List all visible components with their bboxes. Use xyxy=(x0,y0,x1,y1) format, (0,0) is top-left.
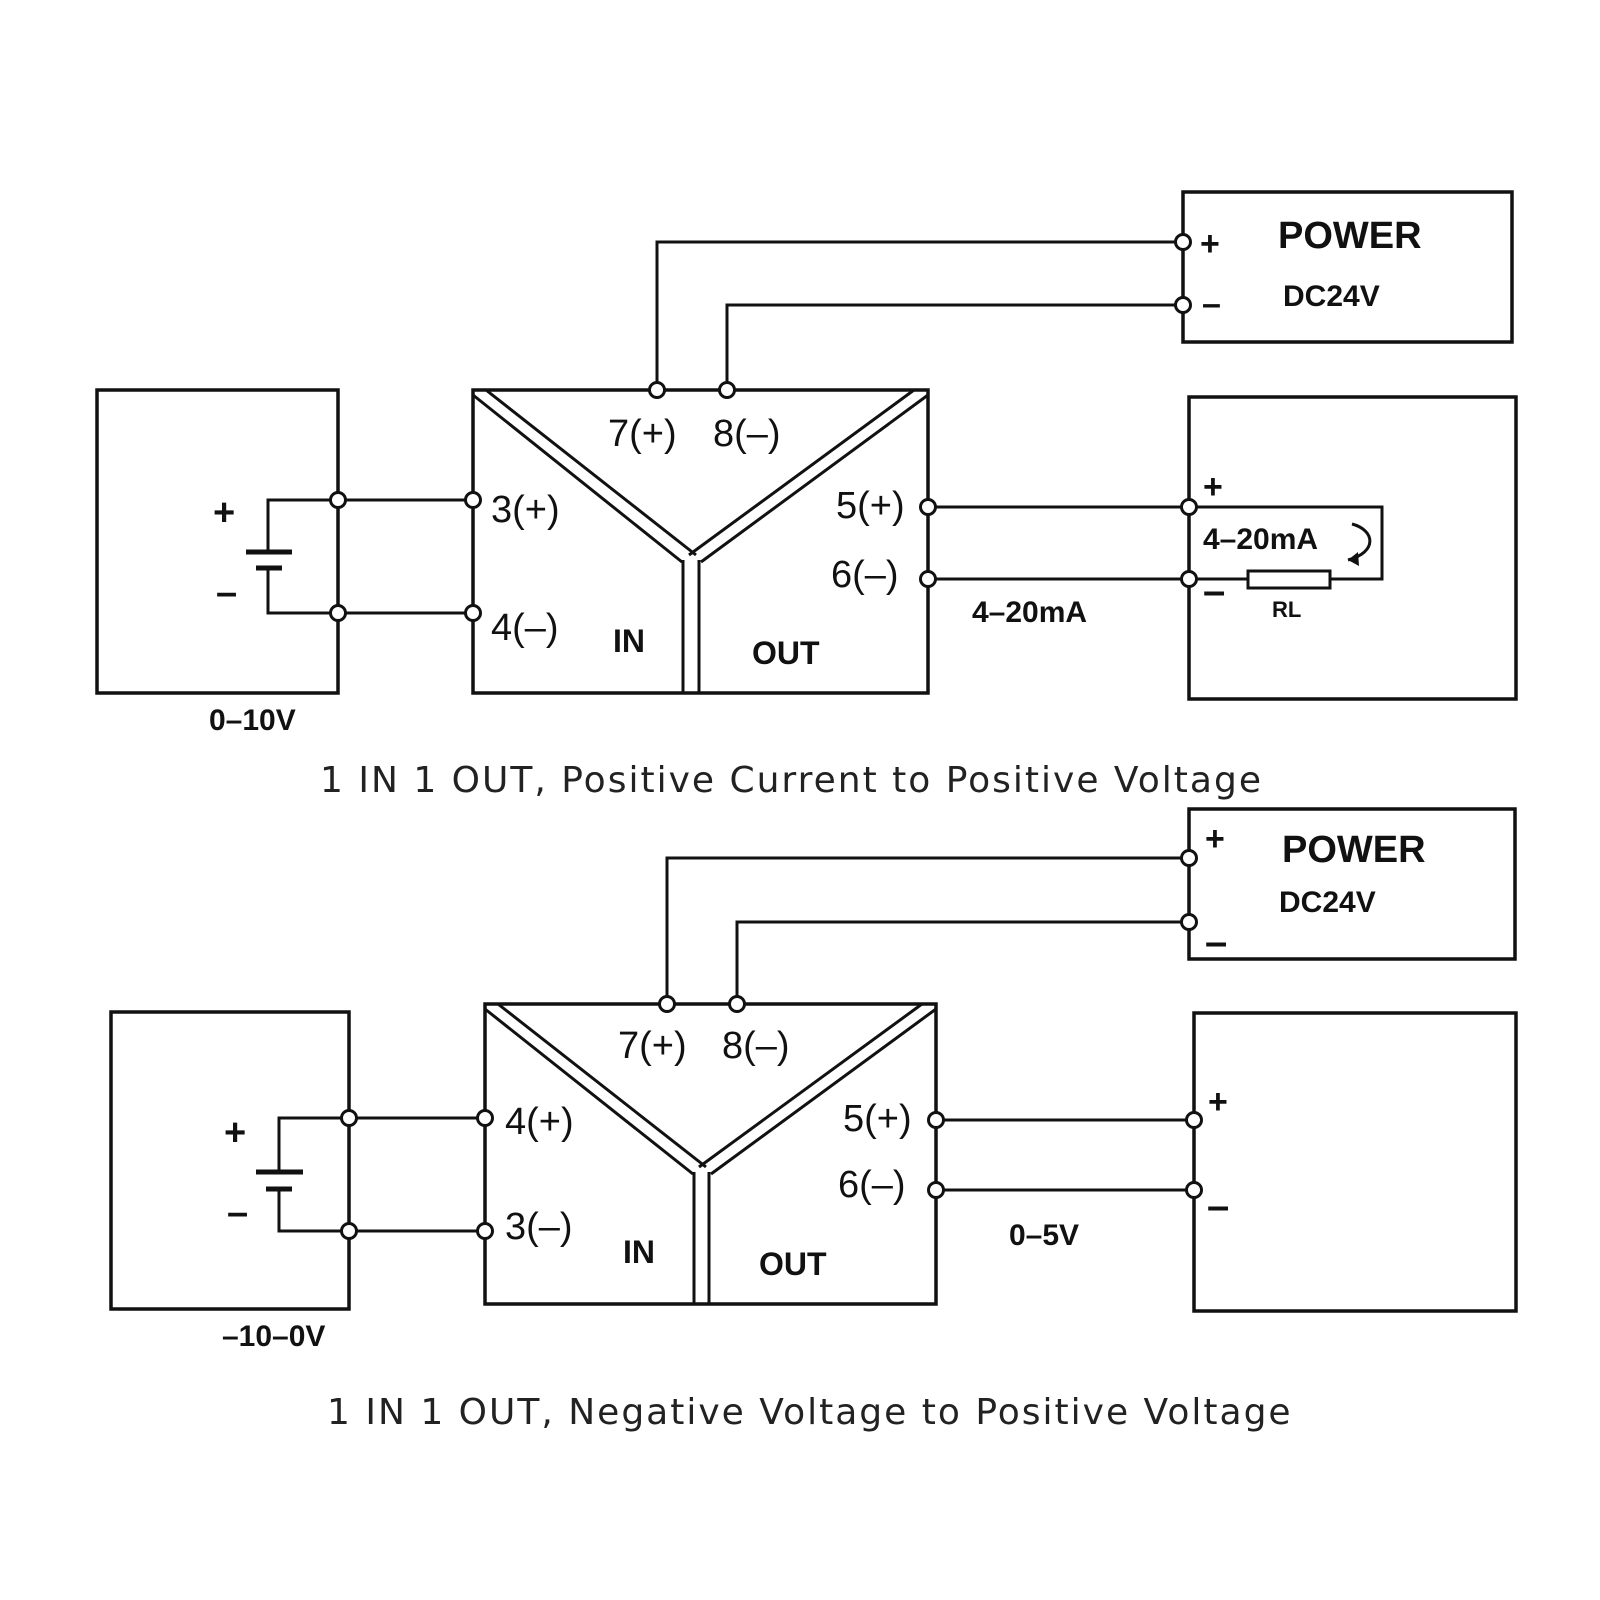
battery-symbol-1 xyxy=(246,498,338,615)
diagram-2: POWER DC24V + – + – –10–0V xyxy=(109,807,1518,1433)
load-resistor-icon-1 xyxy=(1246,569,1332,590)
source-plus-sign-1: + xyxy=(213,492,235,534)
loop-current-label-1: 4–20mA xyxy=(1203,523,1318,556)
current-arrowhead-icon-1 xyxy=(1348,552,1359,566)
terminal-4-label-1: 4(–) xyxy=(491,607,559,649)
signal-isolator-module-1 xyxy=(471,388,930,695)
terminal-7-label-2: 7(+) xyxy=(618,1025,687,1067)
power-title-1: POWER xyxy=(1278,215,1422,257)
power-voltage-2: DC24V xyxy=(1279,886,1376,919)
power-negative-wire-2 xyxy=(735,920,1189,1004)
terminal-4-label-2: 4(+) xyxy=(505,1101,574,1143)
power-plus-sign-2: + xyxy=(1205,820,1225,858)
battery-symbol-2 xyxy=(256,1116,349,1233)
input-range-label-1: 0–10V xyxy=(209,704,296,737)
source-minus-sign-1: – xyxy=(216,572,237,614)
load-loop-wire-1 xyxy=(1189,505,1384,581)
terminal-5-label-1: 5(+) xyxy=(836,485,905,527)
power-positive-wire-1 xyxy=(655,240,1183,390)
terminal-3-label-1: 3(+) xyxy=(491,489,560,531)
terminal-6-label-1: 6(–) xyxy=(831,554,899,596)
terminal-nodes-2 xyxy=(340,849,1203,1240)
power-supply-box-1 xyxy=(1181,190,1514,344)
caption-1: 1 IN 1 OUT, Positive Current to Positive… xyxy=(320,760,1263,801)
caption-2: 1 IN 1 OUT, Negative Voltage to Positive… xyxy=(327,1392,1293,1433)
load-device-box-2 xyxy=(1192,1011,1518,1313)
power-minus-sign-2: – xyxy=(1205,920,1227,964)
load-plus-sign-2: + xyxy=(1208,1083,1228,1121)
power-minus-sign-1: – xyxy=(1202,285,1221,323)
power-positive-wire-2 xyxy=(665,856,1189,1004)
source-plus-sign-2: + xyxy=(224,1112,246,1154)
out-section-label-1: OUT xyxy=(752,635,820,671)
terminal-5-label-2: 5(+) xyxy=(843,1098,912,1140)
input-source-box-1 xyxy=(95,388,340,695)
input-source-box-2 xyxy=(109,1010,351,1311)
terminal-3-label-2: 3(–) xyxy=(505,1206,573,1248)
load-minus-sign-2: – xyxy=(1207,1184,1229,1228)
power-voltage-1: DC24V xyxy=(1283,280,1380,313)
load-device-box-1 xyxy=(1187,395,1518,701)
load-resistor-label-1: RL xyxy=(1272,597,1301,622)
terminal-7-label-1: 7(+) xyxy=(608,413,677,455)
terminal-8-label-1: 8(–) xyxy=(713,413,781,455)
in-section-label-2: IN xyxy=(623,1234,655,1270)
output-signal-label-2: 0–5V xyxy=(1009,1219,1079,1252)
terminal-6-label-2: 6(–) xyxy=(838,1164,906,1206)
signal-isolator-module-2 xyxy=(483,1002,938,1306)
power-negative-wire-1 xyxy=(725,303,1183,390)
terminal-8-label-2: 8(–) xyxy=(722,1025,790,1067)
diagram-1: POWER DC24V + – + – 0–10V xyxy=(95,190,1518,801)
power-title-2: POWER xyxy=(1282,829,1426,871)
output-signal-label-1: 4–20mA xyxy=(972,596,1087,629)
load-minus-sign-1: – xyxy=(1203,569,1225,613)
in-section-label-1: IN xyxy=(613,623,645,659)
power-supply-box-2 xyxy=(1187,807,1517,961)
power-plus-sign-1: + xyxy=(1200,225,1220,263)
load-plus-sign-1: + xyxy=(1203,468,1223,506)
source-minus-sign-2: – xyxy=(227,1192,248,1234)
input-range-label-2: –10–0V xyxy=(222,1320,325,1353)
out-section-label-2: OUT xyxy=(759,1246,827,1282)
terminal-nodes-1 xyxy=(329,233,1198,622)
current-direction-arrow-icon-1 xyxy=(1347,522,1372,562)
